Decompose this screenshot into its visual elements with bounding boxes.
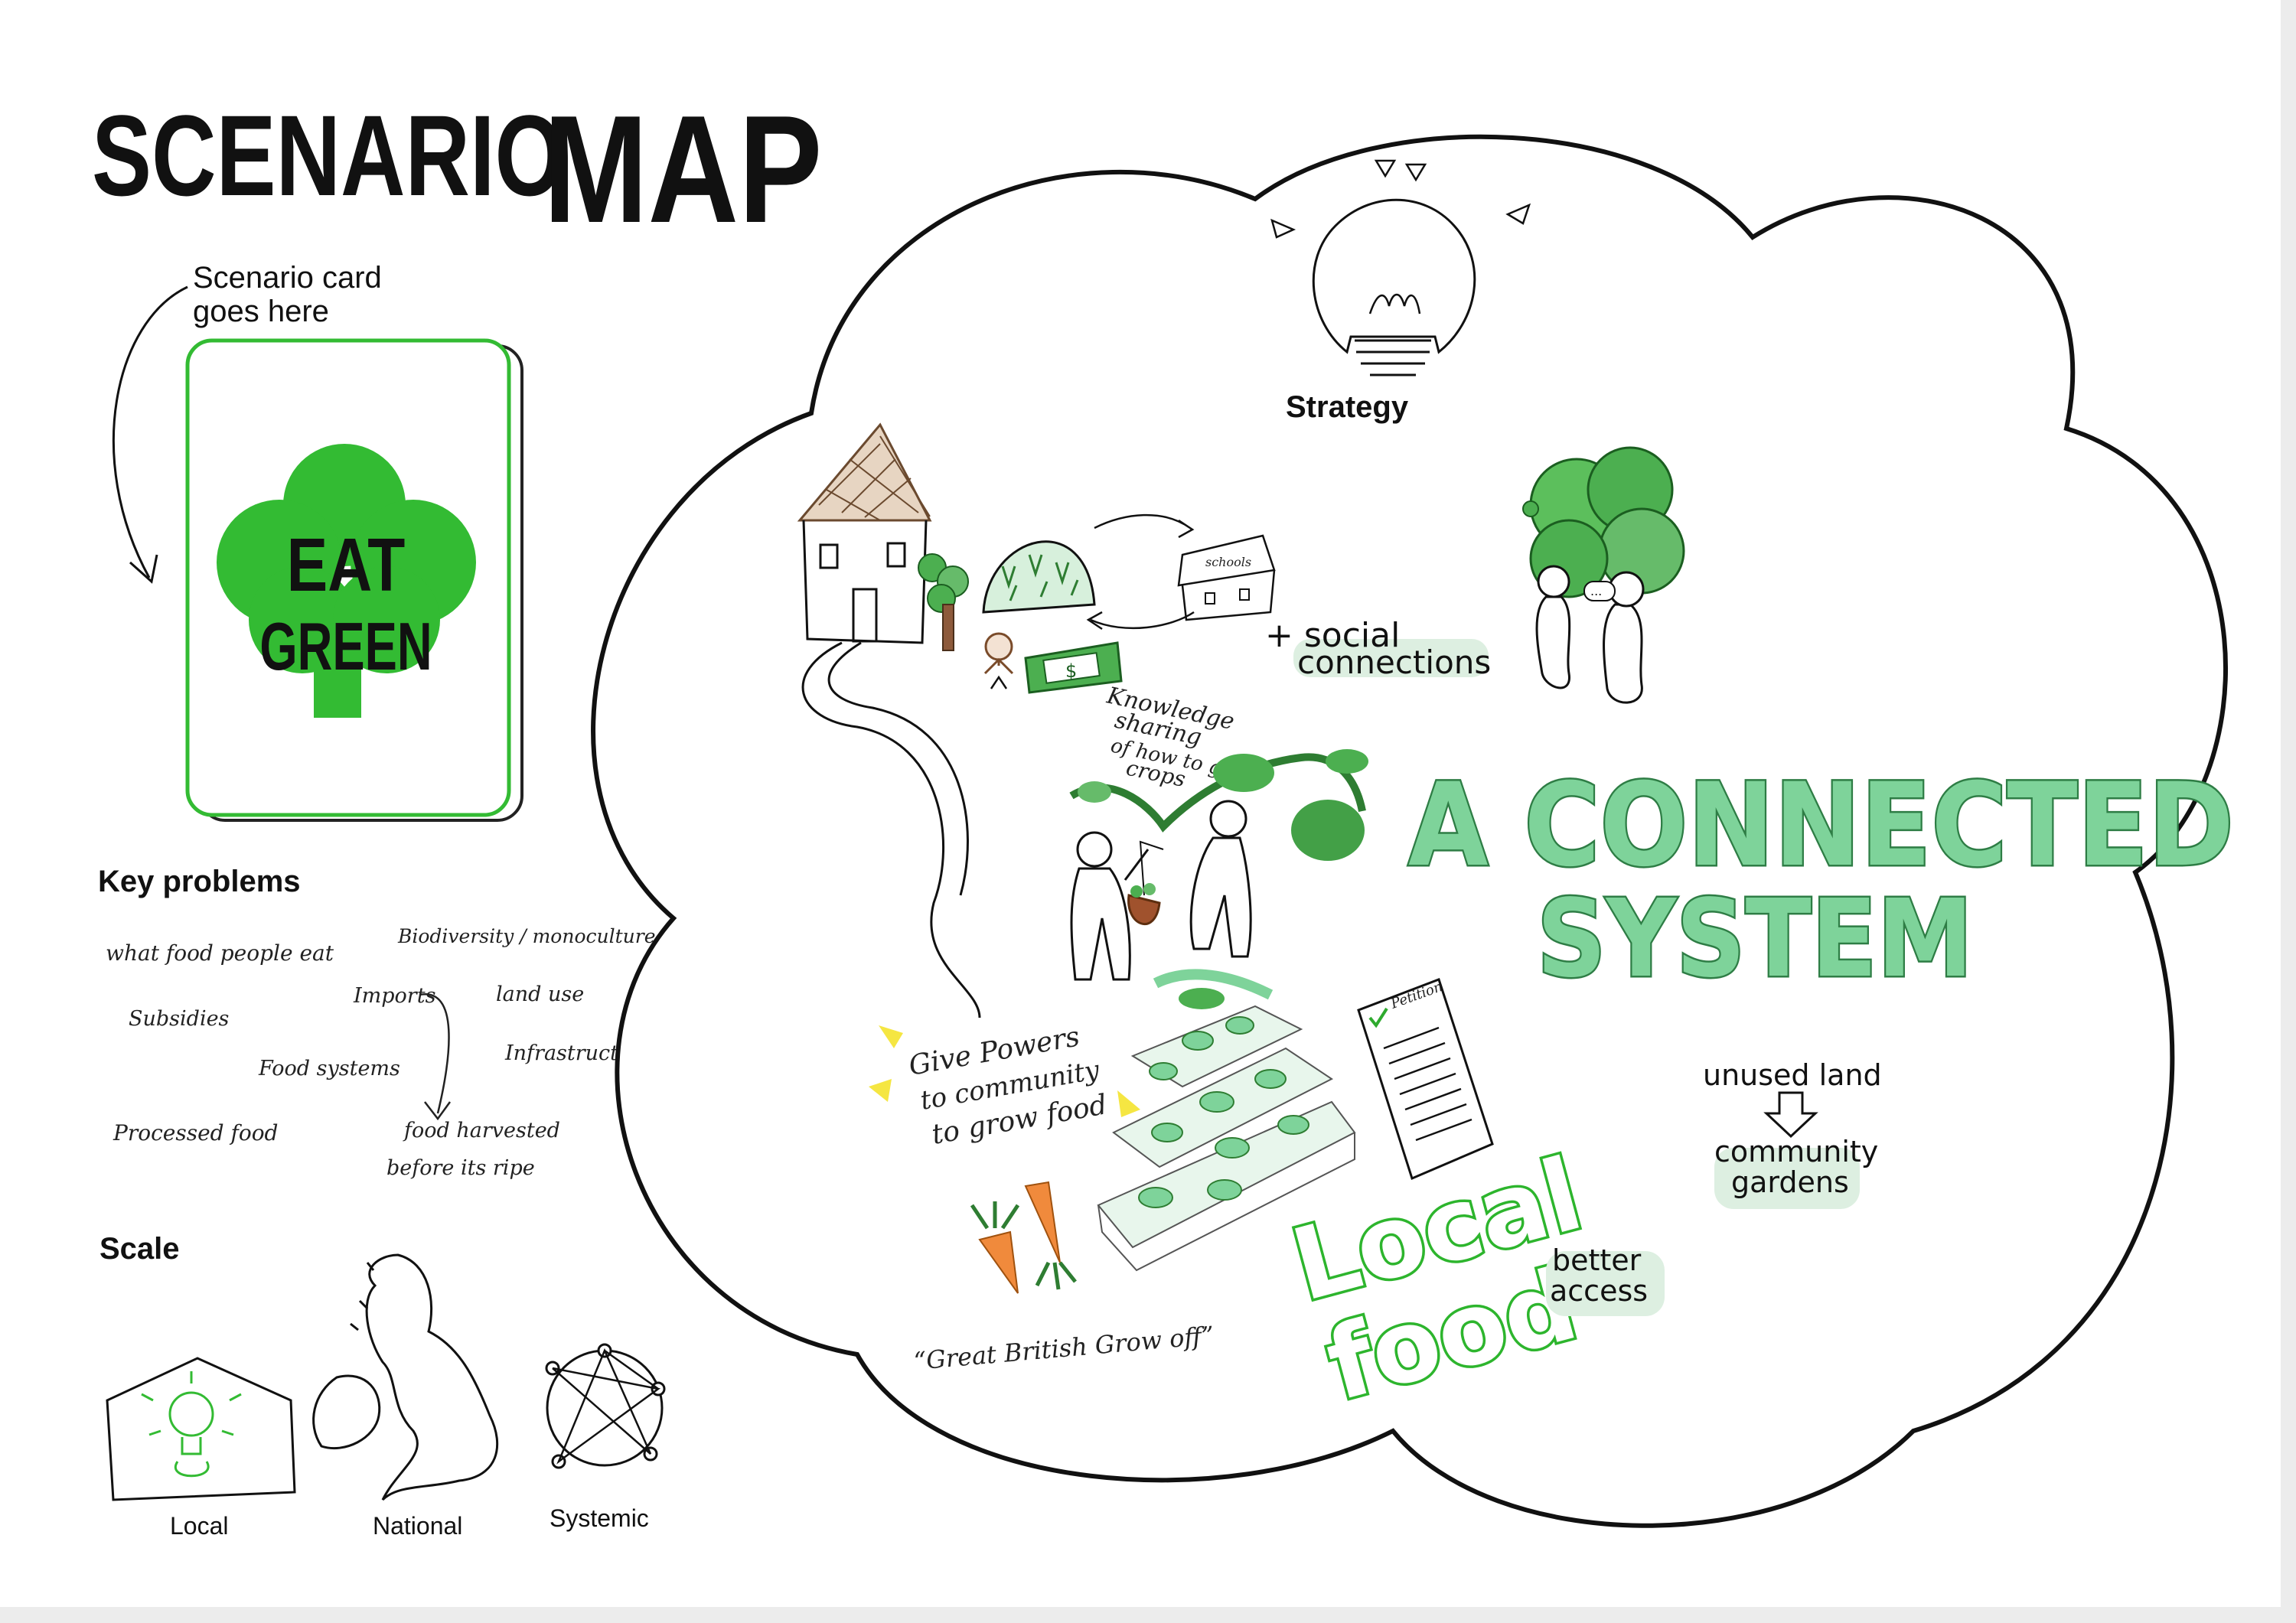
- title-map: MAP: [543, 83, 822, 254]
- house-icon: [797, 422, 932, 644]
- community-line2: gardens: [1731, 1165, 1849, 1199]
- cycle-arrow-top: [1094, 513, 1195, 539]
- scenario-card[interactable]: EAT GREEN: [185, 338, 523, 822]
- scale-national-label: National: [373, 1512, 462, 1540]
- social-line1: + social: [1265, 616, 1400, 655]
- systemic-network-icon: [545, 1343, 666, 1469]
- greenhouse-icon: [982, 540, 1096, 614]
- logo-eat: EAT: [287, 523, 406, 606]
- community-highlight: [1714, 1148, 1860, 1209]
- raised-garden-beds-icon: [1097, 969, 1356, 1272]
- scale-systemic-label: Systemic: [550, 1504, 649, 1532]
- problem-note: Food systems: [258, 1057, 400, 1080]
- people-sharing-icon: [1069, 749, 1368, 981]
- problem-note: Biodiversity / monoculture: [397, 925, 656, 947]
- problem-note: before its ripe: [386, 1156, 535, 1180]
- svg-text:...: ...: [1590, 584, 1602, 598]
- scale-section: Scale Local National Systemic: [99, 1232, 666, 1540]
- card-note-line2: goes here: [193, 295, 329, 328]
- carrots-icon: [970, 1181, 1077, 1294]
- schools-label: schools: [1205, 555, 1251, 569]
- eat-green-logo: EAT GREEN: [217, 444, 476, 718]
- person-icon: [983, 632, 1014, 689]
- better-line1: better: [1552, 1243, 1642, 1277]
- unused-land-label: unused land: [1703, 1058, 1882, 1092]
- curved-arrow-head: [129, 554, 158, 584]
- key-problems-heading: Key problems: [98, 865, 301, 898]
- big-tree-people-icon: ...: [1522, 446, 1685, 704]
- connected-line1: A CONNECTED: [1408, 758, 2234, 891]
- school-building-icon: schools: [1177, 534, 1276, 621]
- winding-path: [801, 641, 981, 1018]
- local-scale-icon: [106, 1357, 296, 1501]
- curved-arrow: [112, 285, 188, 578]
- scale-heading: Scale: [99, 1232, 180, 1266]
- scenario-card-note: Scenario card goes here: [112, 261, 382, 584]
- title-scenario: SCENARIO: [92, 91, 564, 220]
- social-highlight: [1293, 639, 1489, 677]
- problem-note: what food people eat: [106, 940, 334, 966]
- small-tree-icon: [918, 553, 969, 651]
- problem-note: land use: [496, 983, 584, 1006]
- better-access-highlight: [1546, 1251, 1665, 1316]
- key-problems-section: Key problems what food people eat Biodiv…: [98, 865, 656, 1180]
- problem-note: food harvested: [403, 1119, 560, 1142]
- problem-note: Imports: [353, 984, 435, 1008]
- page-title: SCENARIO MAP: [92, 83, 822, 254]
- card-front: [185, 338, 511, 817]
- social-line2: connections: [1297, 644, 1491, 681]
- logo-green: GREEN: [259, 610, 432, 685]
- better-line2: access: [1550, 1274, 1648, 1308]
- problem-note: Subsidies: [129, 1007, 229, 1031]
- uk-map-icon: [312, 1253, 499, 1501]
- imports-arrow: [419, 993, 452, 1121]
- problem-note: Processed food: [113, 1120, 278, 1146]
- strategy-label: Strategy: [1286, 390, 1409, 424]
- svg-text:$: $: [1065, 660, 1077, 682]
- down-arrow-icon: [1763, 1091, 1818, 1139]
- card-note-line1: Scenario card: [193, 261, 382, 295]
- cycle-arrow-bottom: [1086, 611, 1195, 631]
- connected-line2: SYSTEM: [1537, 877, 1973, 1002]
- scale-local-label: Local: [170, 1512, 229, 1540]
- strategy-lightbulb-icon: [1270, 159, 1531, 376]
- community-line1: community: [1714, 1135, 1878, 1168]
- money-bill-icon: $: [1024, 641, 1123, 694]
